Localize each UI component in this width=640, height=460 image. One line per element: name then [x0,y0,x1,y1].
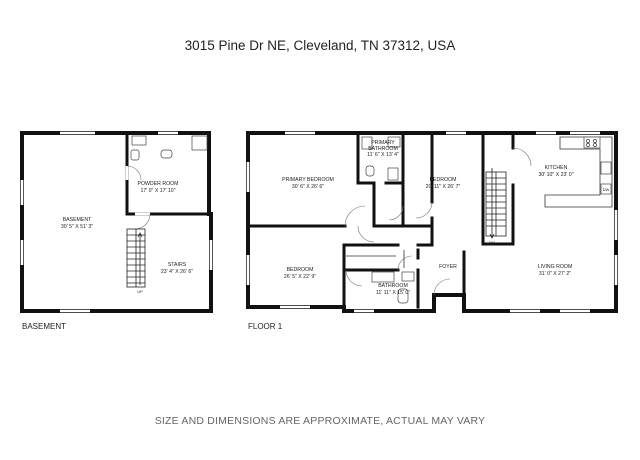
room-dims-primary-bathroom: 11' 6" X 13' 4" [367,152,399,158]
floor1-stair-marker: DN [489,240,495,245]
basement-stairs: UP [126,228,146,294]
floor1-plan: DN DW PRIMARY BEDROOM 30' 6" X 26' 6" PR… [246,131,618,313]
disclaimer: SIZE AND DIMENSIONS ARE APPROXIMATE, ACT… [154,415,486,427]
room-name-bedroom-2: BEDROOM [287,267,314,273]
room-name-stairs: STAIRS [168,262,187,268]
room-name-bathroom: BATHROOM [378,283,408,289]
room-dims-living-room: 31' 0" X 27' 2" [539,271,571,277]
room-name-primary-bathroom: PRIMARY [371,140,395,146]
room-dims-bathroom: 11' 11" X 15' 0" [376,290,410,296]
room-dims-kitchen: 30' 10" X 23' 0" [538,172,573,178]
room-name-living-room: LIVING ROOM [538,264,573,270]
room-name-powder-room: POWDER ROOM [138,181,179,187]
room-name-foyer: FOYER [439,264,457,270]
basement-stair-marker: UP [137,289,143,294]
room-dims-bedroom-1: 20' 11" X 26' 7" [426,184,461,190]
room-name-primary-bathroom-2: BATHROOM [368,146,398,152]
room-name-primary-bedroom: PRIMARY BEDROOM [282,177,334,183]
room-dims-bedroom-2: 26' 5" X 22' 9" [284,274,316,280]
room-dims-stairs: 23' 4" X 26' 6" [161,269,193,275]
room-name-kitchen: KITCHEN [545,165,568,171]
room-name-bedroom-1: BEDROOM [430,177,457,183]
room-dims-basement: 30' 5" X 51' 3" [61,224,93,230]
room-dims-powder-room: 17' 0" X 17' 10" [140,188,175,194]
basement-plan: UP BASEMENT 30' 5" X 51' 3" POWDER ROOM … [20,131,213,313]
room-dims-primary-bedroom: 30' 6" X 26' 6" [292,184,324,190]
floor1-floor-label: FLOOR 1 [248,322,283,331]
basement-floor-label: BASEMENT [22,322,67,331]
dishwasher-label: DW [603,187,610,192]
floor1-stairs: DN [485,168,507,245]
room-name-basement: BASEMENT [63,217,92,223]
page-title: 3015 Pine Dr NE, Cleveland, TN 37312, US… [184,38,456,53]
